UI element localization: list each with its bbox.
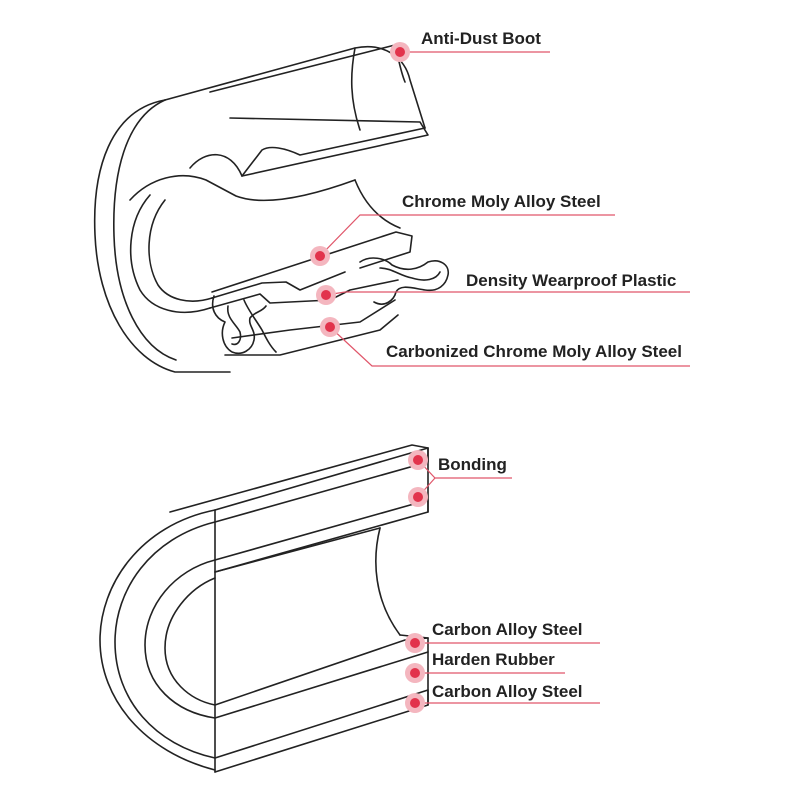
marker-carbon-1 — [405, 633, 425, 653]
callout-markers — [310, 42, 428, 713]
top-bushing-figure — [93, 44, 450, 373]
top-shell-top — [164, 45, 426, 129]
bottom-inner-curve — [164, 577, 216, 706]
marker-density-plastic — [316, 285, 336, 305]
leader-chrome-moly — [319, 214, 615, 257]
label-carbonized-chrome-moly-alloy-steel: Carbonized Chrome Moly Alloy Steel — [386, 342, 682, 361]
bottom-slab-3 — [214, 689, 429, 773]
bottom-slab-2 — [214, 651, 429, 719]
marker-anti-dust-boot — [390, 42, 410, 62]
bottom-outer-curve-2 — [114, 521, 216, 759]
label-chrome-moly-alloy-steel: Chrome Moly Alloy Steel — [402, 192, 601, 211]
top-clip-left-2 — [243, 299, 277, 353]
bottom-bore-right — [375, 527, 401, 636]
top-cut-upper-2 — [189, 153, 243, 177]
top-inner-bore — [129, 194, 211, 314]
marker-bonding-2 — [408, 487, 428, 507]
top-clip-left-inner — [226, 305, 242, 346]
leader-carbonized — [329, 326, 690, 367]
marker-chrome-moly — [310, 246, 330, 266]
label-anti-dust-boot: Anti-Dust Boot — [421, 29, 541, 48]
top-outer-shell-face — [93, 99, 231, 373]
bottom-mid-curve — [144, 559, 216, 719]
top-cut-upper — [241, 127, 426, 177]
bottom-top-edge — [169, 444, 429, 513]
marker-carbon-2 — [405, 693, 425, 713]
label-carbon-alloy-steel-1: Carbon Alloy Steel — [432, 620, 583, 639]
marker-harden-rubber — [405, 663, 425, 683]
top-outer-shell-inner-rim — [113, 99, 177, 361]
top-clip-right-inner — [379, 267, 441, 281]
bottom-top-face-3 — [214, 527, 381, 573]
top-inner-bore-top — [129, 174, 356, 202]
bottom-top-face-2 — [214, 499, 429, 573]
top-sleeve-lower — [209, 279, 399, 309]
label-bonding: Bonding — [438, 455, 507, 474]
top-boot-band — [209, 44, 406, 93]
label-carbon-alloy-steel-2: Carbon Alloy Steel — [432, 682, 583, 701]
top-clip-right — [359, 257, 450, 305]
top-clip-left — [211, 295, 267, 355]
top-sleeve-top — [211, 231, 413, 293]
bottom-slab-1 — [214, 637, 429, 706]
top-shell-back — [350, 47, 361, 131]
bottom-top-face-1 — [214, 447, 429, 523]
leader-density-plastic — [325, 291, 690, 296]
bottom-outer-curve — [99, 509, 216, 771]
bottom-bushing-figure — [99, 444, 429, 773]
marker-bonding-1 — [408, 450, 428, 470]
label-harden-rubber: Harden Rubber — [432, 650, 555, 669]
top-sleeve-mid — [211, 271, 346, 299]
top-sleeve-base — [224, 314, 399, 356]
marker-carbonized — [320, 317, 340, 337]
leader-lines — [319, 51, 690, 704]
label-density-wearproof-plastic: Density Wearproof Plastic — [466, 271, 677, 290]
top-inner-bore-2 — [148, 199, 213, 302]
top-boot-band-lower — [229, 117, 429, 177]
top-flank — [354, 179, 401, 229]
